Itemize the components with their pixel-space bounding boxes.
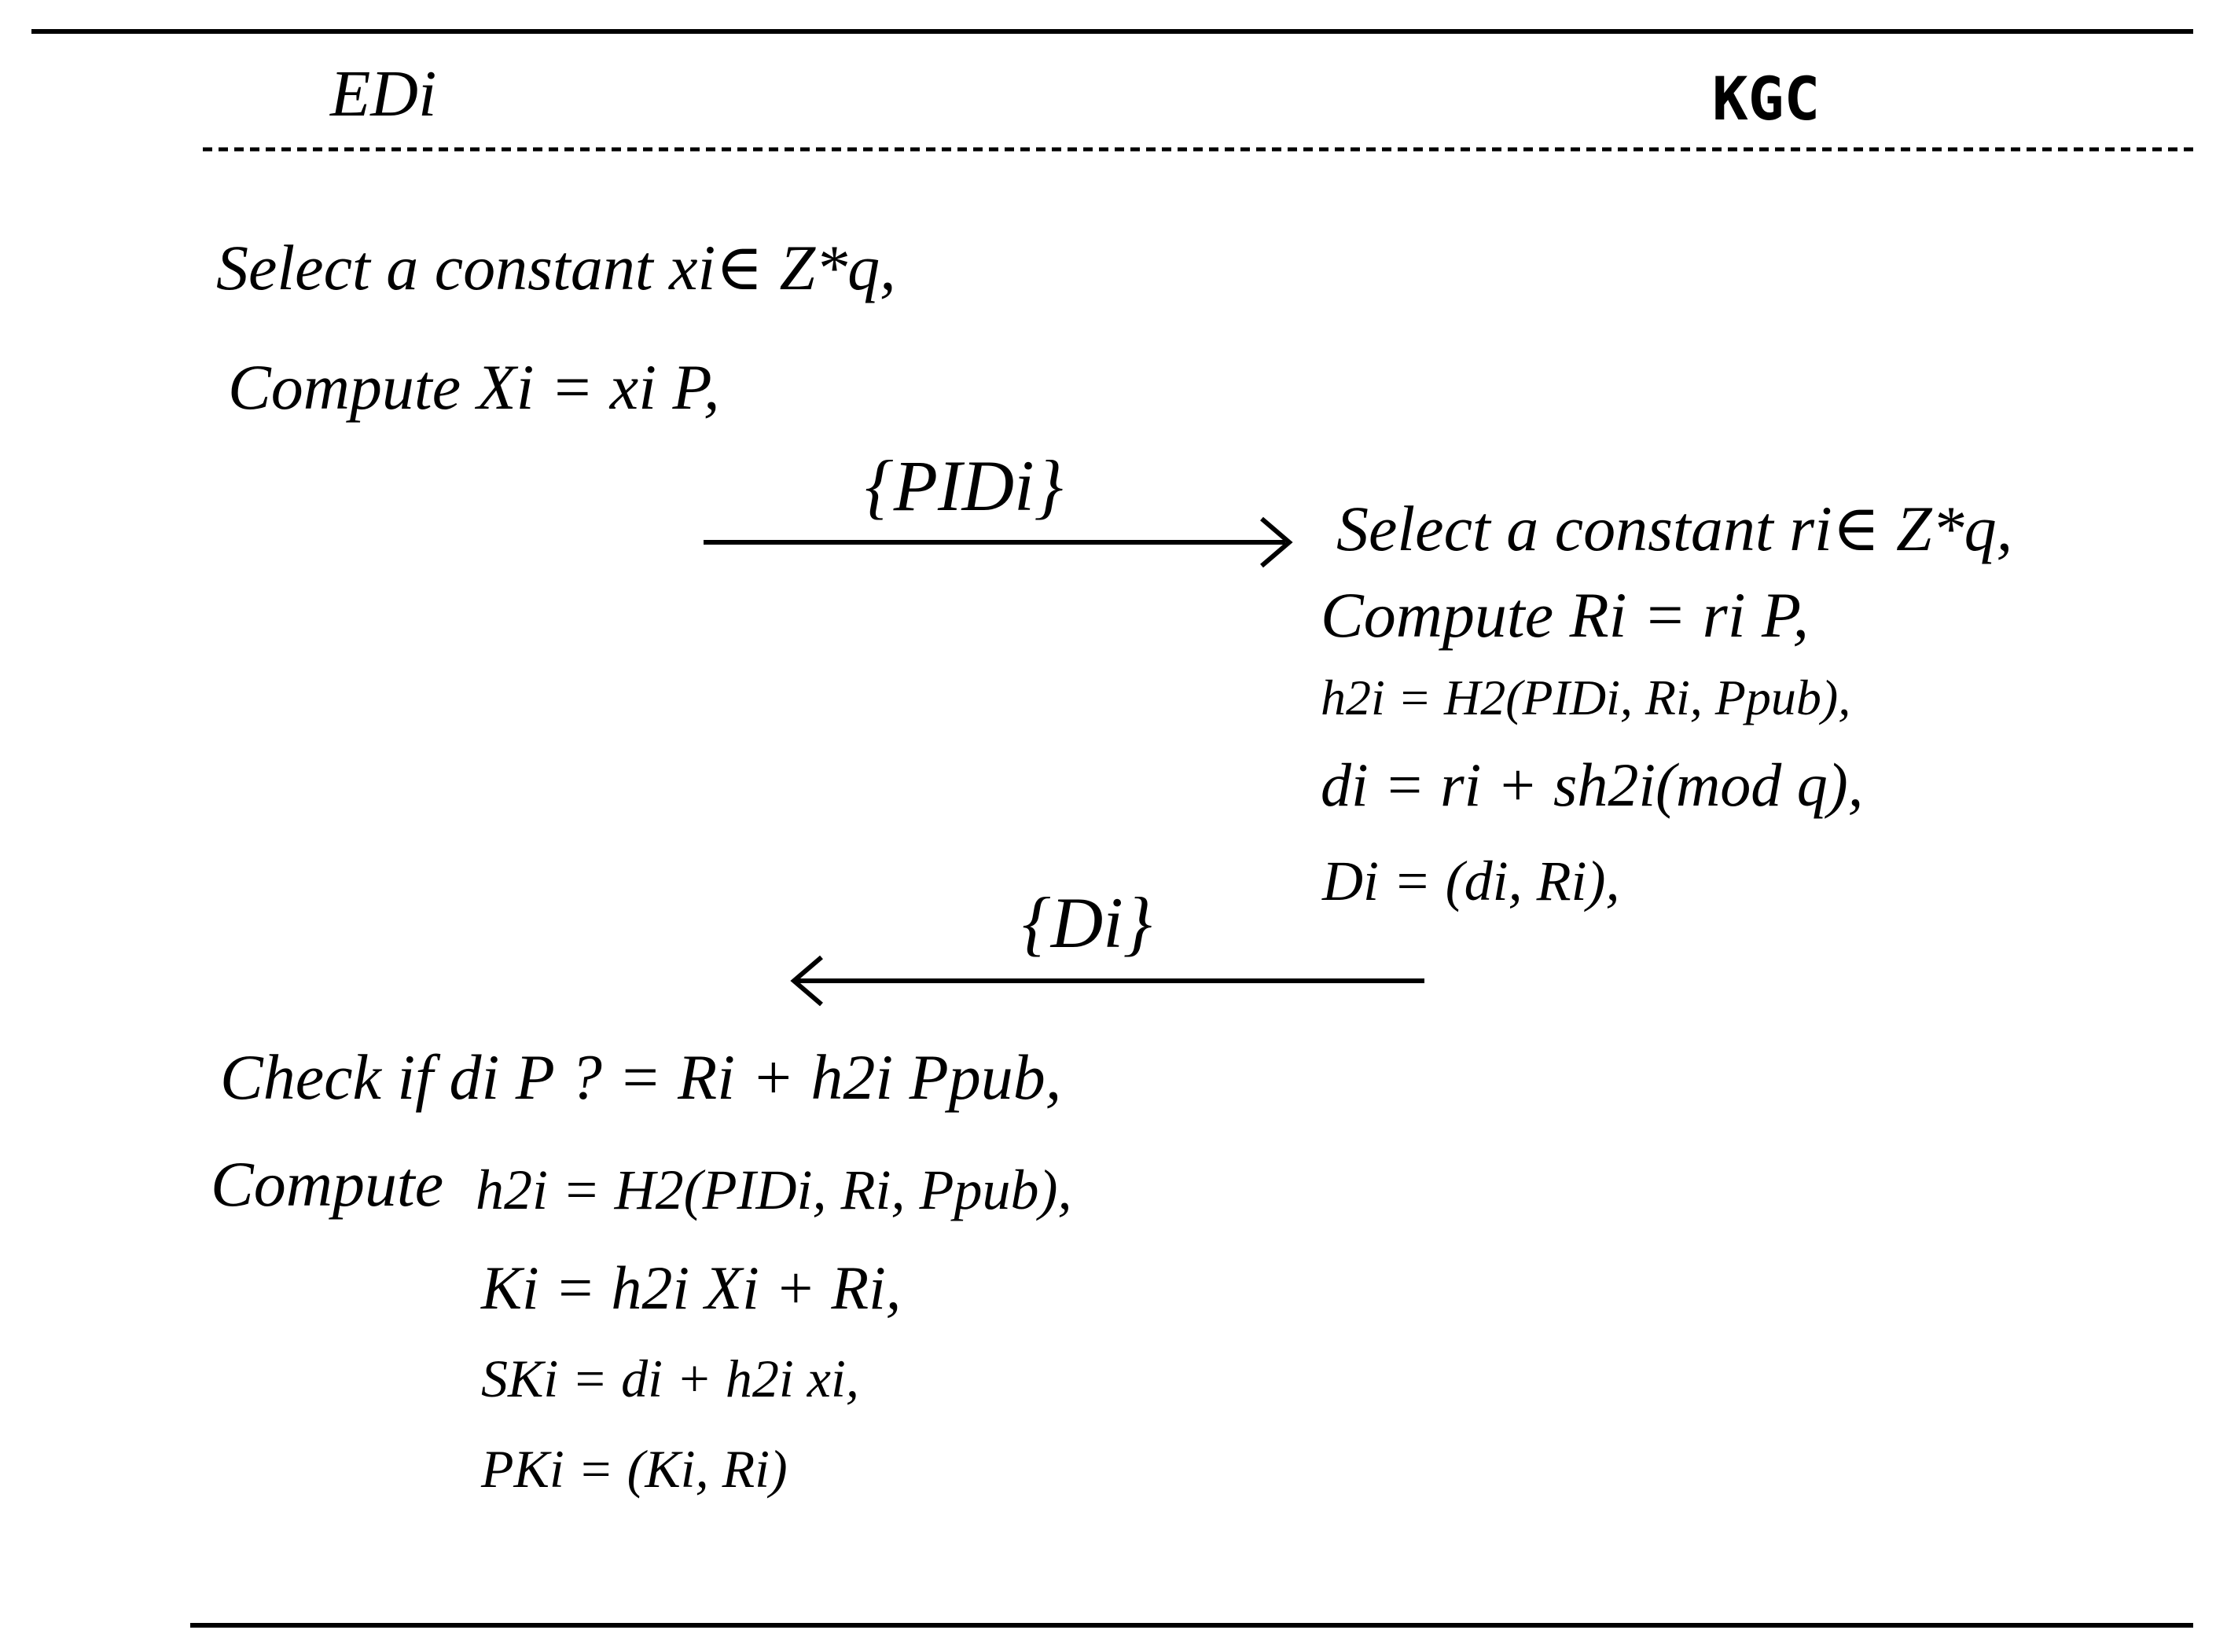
kgc-compute-r-step: Compute Ri = ri P, xyxy=(1321,579,1810,651)
kgc-d-step: di = ri + sh2i(mod q), xyxy=(1321,751,1864,819)
ed-k-step: Ki = h2i Xi + Ri, xyxy=(481,1254,902,1322)
ed-sk-step: SKi = di + h2i xi, xyxy=(481,1349,859,1408)
party-kgc-label: KGC xyxy=(1712,64,1821,134)
message-to-kgc: {PIDi} xyxy=(865,446,1064,526)
ed-compute-label: Compute xyxy=(211,1148,444,1220)
kgc-select-step: Select a constant ri∈ Z*q, xyxy=(1336,493,2013,564)
message-to-ed: {Di} xyxy=(1022,883,1152,963)
arrow-to-ed xyxy=(790,955,1424,1007)
ed-check-step: Check if di P ? = Ri + h2i Ppub, xyxy=(220,1041,1062,1113)
ed-pk-step: PKi = (Ki, Ri) xyxy=(481,1439,788,1499)
ed-compute-step: Compute Xi = xi P, xyxy=(228,351,720,423)
party-ed-label: EDi xyxy=(330,57,437,130)
ed-h2-step: h2i = H2(PIDi, Ri, Ppub), xyxy=(476,1158,1072,1221)
ed-select-step: Select a constant xi∈ Z*q, xyxy=(216,232,896,303)
arrow-to-kgc xyxy=(704,516,1293,568)
kgc-h2-step: h2i = H2(PIDi, Ri, Ppub), xyxy=(1321,670,1851,725)
kgc-D-step: Di = (di, Ri), xyxy=(1322,850,1620,912)
